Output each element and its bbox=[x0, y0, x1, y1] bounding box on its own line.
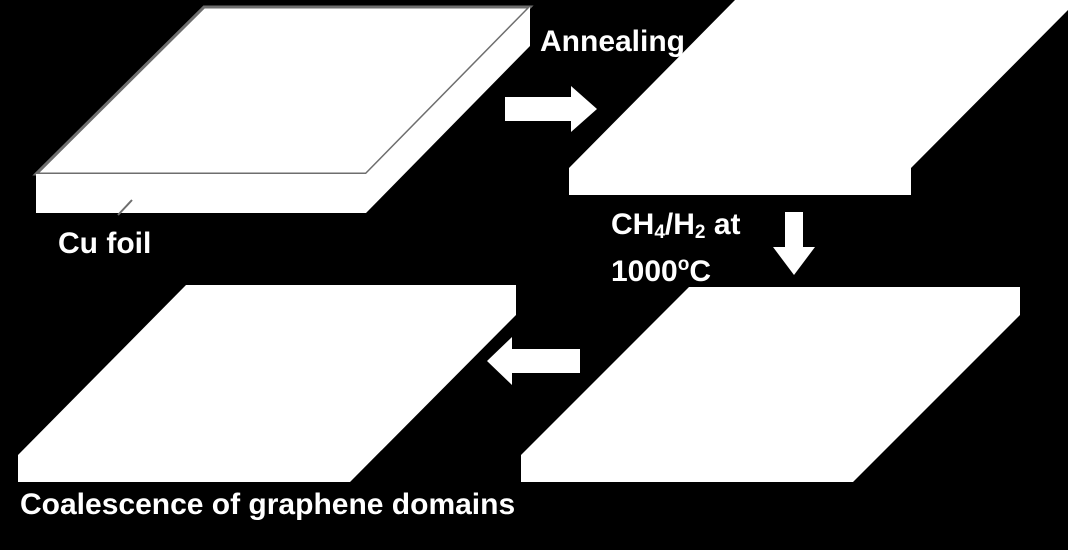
arrow-right-icon bbox=[505, 86, 597, 132]
temp-degree-superscript: o bbox=[677, 254, 690, 275]
annealed-foil-slab bbox=[569, 0, 1068, 195]
temp-value-text: 1000 bbox=[611, 255, 678, 288]
gas-h-subscript: 2 bbox=[694, 222, 706, 243]
annealing-label: Annealing bbox=[540, 25, 686, 58]
gas-ch-text: CH bbox=[611, 208, 655, 241]
growth-foil-slab bbox=[521, 287, 1020, 482]
temp-unit-text: C bbox=[689, 255, 712, 288]
temperature-label: 1000oC bbox=[611, 254, 711, 290]
cu-foil-side-face bbox=[366, 7, 530, 213]
gas-h-text: /H bbox=[664, 208, 695, 241]
cu-foil-leader-line bbox=[117, 199, 133, 216]
gas-condition-label: CH4/H2 at bbox=[611, 207, 741, 243]
cu-foil-label: Cu foil bbox=[58, 227, 152, 260]
cu-foil-slab bbox=[32, 5, 534, 216]
gas-ch-subscript: 4 bbox=[654, 222, 665, 243]
coalescence-label: Coalescence of graphene domains bbox=[20, 488, 516, 521]
graphene-foil-slab bbox=[18, 285, 516, 482]
cu-foil-front-face bbox=[36, 174, 366, 213]
gas-at-text: at bbox=[705, 208, 741, 241]
arrow-left-icon bbox=[487, 337, 580, 385]
arrow-down-icon bbox=[773, 212, 815, 275]
